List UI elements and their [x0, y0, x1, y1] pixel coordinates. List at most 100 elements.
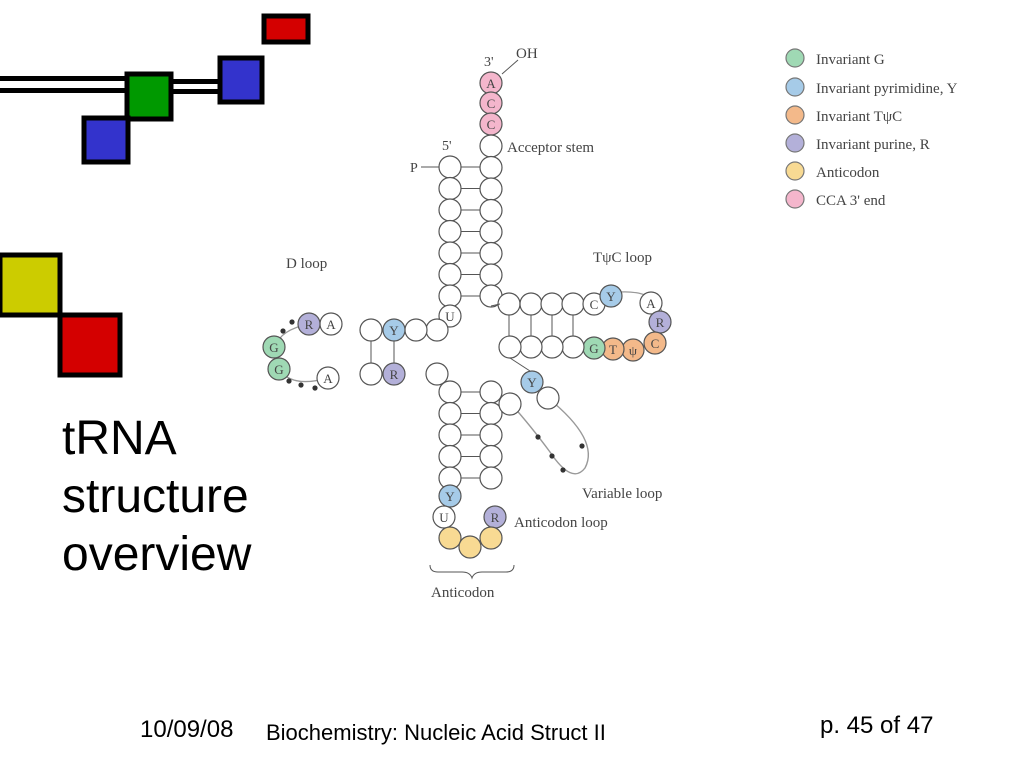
nucleotide: [479, 263, 503, 287]
label-tpsic-loop: TψC loop: [593, 250, 652, 266]
nucleotide: [479, 220, 503, 244]
legend-item: Invariant G: [785, 48, 885, 68]
nucleotide: [479, 198, 503, 223]
legend-label: Anticodon: [816, 165, 880, 181]
nucleotide: [479, 241, 503, 266]
legend-swatch: [785, 133, 805, 153]
nucleotide-dot: [560, 467, 566, 473]
nucleotide: [438, 176, 462, 201]
anticodon-bracket: [429, 564, 515, 580]
nucleotide-letter: Y: [445, 489, 455, 504]
nucleotide-letter: R: [491, 510, 500, 525]
nucleotide: [432, 505, 456, 529]
nucleotide: [438, 380, 462, 404]
nucleotide: [404, 318, 428, 342]
legend-label: Invariant pyrimidine, Y: [816, 81, 958, 97]
nucleotide-letter: R: [305, 317, 314, 332]
nucleotide: [359, 318, 383, 342]
nucleotide-letter: R: [390, 367, 399, 382]
label-p: P: [410, 161, 418, 176]
nucleotide-dot: [549, 453, 555, 459]
legend-swatch: [785, 48, 805, 68]
label-5prime: 5': [442, 139, 452, 154]
nucleotide: [479, 177, 503, 201]
nucleotide-letter: C: [651, 336, 660, 351]
green-square: [124, 71, 174, 122]
label-variable-loop: Variable loop: [582, 486, 662, 502]
legend: Invariant G Invariant pyrimidine, Y Inva…: [785, 48, 958, 209]
nucleotide: [438, 262, 462, 287]
nucleotide-dot: [579, 443, 585, 449]
nucleotide-letter: T: [609, 342, 617, 357]
nucleotide: [643, 331, 667, 355]
label-oh: OH: [516, 46, 538, 62]
title-line: structure: [62, 470, 249, 523]
legend-label: Invariant G: [816, 52, 885, 68]
nucleotide: [438, 155, 462, 179]
nucleotide-letter: G: [274, 362, 283, 377]
oh-connector: [501, 59, 519, 75]
legend-swatch: [785, 189, 805, 209]
label-d-loop: D loop: [286, 256, 327, 272]
blue-square-top: [217, 55, 265, 105]
nucleotide: [479, 526, 503, 550]
diagram-labels: 3' OH 5' P Acceptor stem D loop TψC loop…: [286, 46, 662, 601]
nucleotide: [498, 392, 522, 416]
nucleotide-letter: A: [486, 76, 496, 91]
title-line: overview: [62, 528, 252, 581]
nucleotide: [425, 362, 449, 386]
nucleotide: [425, 318, 449, 342]
nucleotide: [540, 335, 564, 359]
nucleotide-letter: A: [323, 371, 333, 386]
nucleotide: [498, 335, 522, 359]
nucleotide: [438, 484, 462, 508]
nucleotide: [639, 291, 663, 315]
nucleotide: [520, 370, 544, 394]
nucleotide-letter: Y: [527, 375, 537, 390]
nucleotide-letter: G: [269, 340, 278, 355]
nucleotide-dot: [535, 434, 541, 440]
label-acceptor-stem: Acceptor stem: [507, 140, 594, 156]
legend-swatch: [785, 77, 805, 97]
nucleotide: [438, 423, 462, 447]
legend-label: CCA 3' end: [816, 193, 886, 209]
legend-item: CCA 3' end: [785, 189, 886, 209]
nucleotide: [599, 284, 623, 308]
nucleotide: [479, 466, 503, 490]
variable-loop-backbone: [511, 397, 590, 475]
nucleotide: [479, 423, 503, 447]
nucleotide-letter: A: [326, 317, 336, 332]
nucleotide: [479, 155, 503, 180]
nucleotide-letter: C: [487, 96, 496, 111]
nucleotide-dot: [286, 378, 292, 384]
trna-diagram: Invariant G Invariant pyrimidine, Y Inva…: [262, 46, 958, 601]
nucleotide: [438, 284, 462, 308]
nucleotide: [479, 380, 503, 404]
footer-course-title: Biochemistry: Nucleic Acid Struct II: [266, 720, 606, 745]
slide-title: tRNA structure overview: [62, 410, 251, 584]
label-anticodon-loop: Anticodon loop: [514, 515, 608, 531]
nucleotide: [519, 335, 543, 359]
red-square-small: [261, 13, 311, 45]
nucleotide-dot: [298, 382, 304, 388]
backbone-connector: [490, 303, 501, 307]
nucleotide-letter: A: [646, 296, 656, 311]
legend-swatch: [785, 161, 805, 181]
nucleotide: [519, 292, 543, 316]
nucleotide: [267, 357, 291, 381]
nucleotide-letter: U: [439, 510, 449, 525]
title-line: tRNA: [62, 412, 177, 465]
nucleotide: [497, 292, 521, 316]
nucleotide: [316, 366, 340, 390]
legend-item: Invariant pyrimidine, Y: [785, 77, 958, 97]
nucleotide: [438, 219, 462, 244]
backbone-connector: [509, 357, 531, 372]
nucleotide-letter: Y: [389, 323, 399, 338]
nucleotide: [458, 535, 482, 559]
decorative-squares: [0, 13, 311, 378]
blue-square-left: [81, 115, 131, 165]
nucleotide: [382, 362, 406, 386]
nucleotide: [561, 335, 585, 359]
nucleotide: [359, 362, 383, 386]
